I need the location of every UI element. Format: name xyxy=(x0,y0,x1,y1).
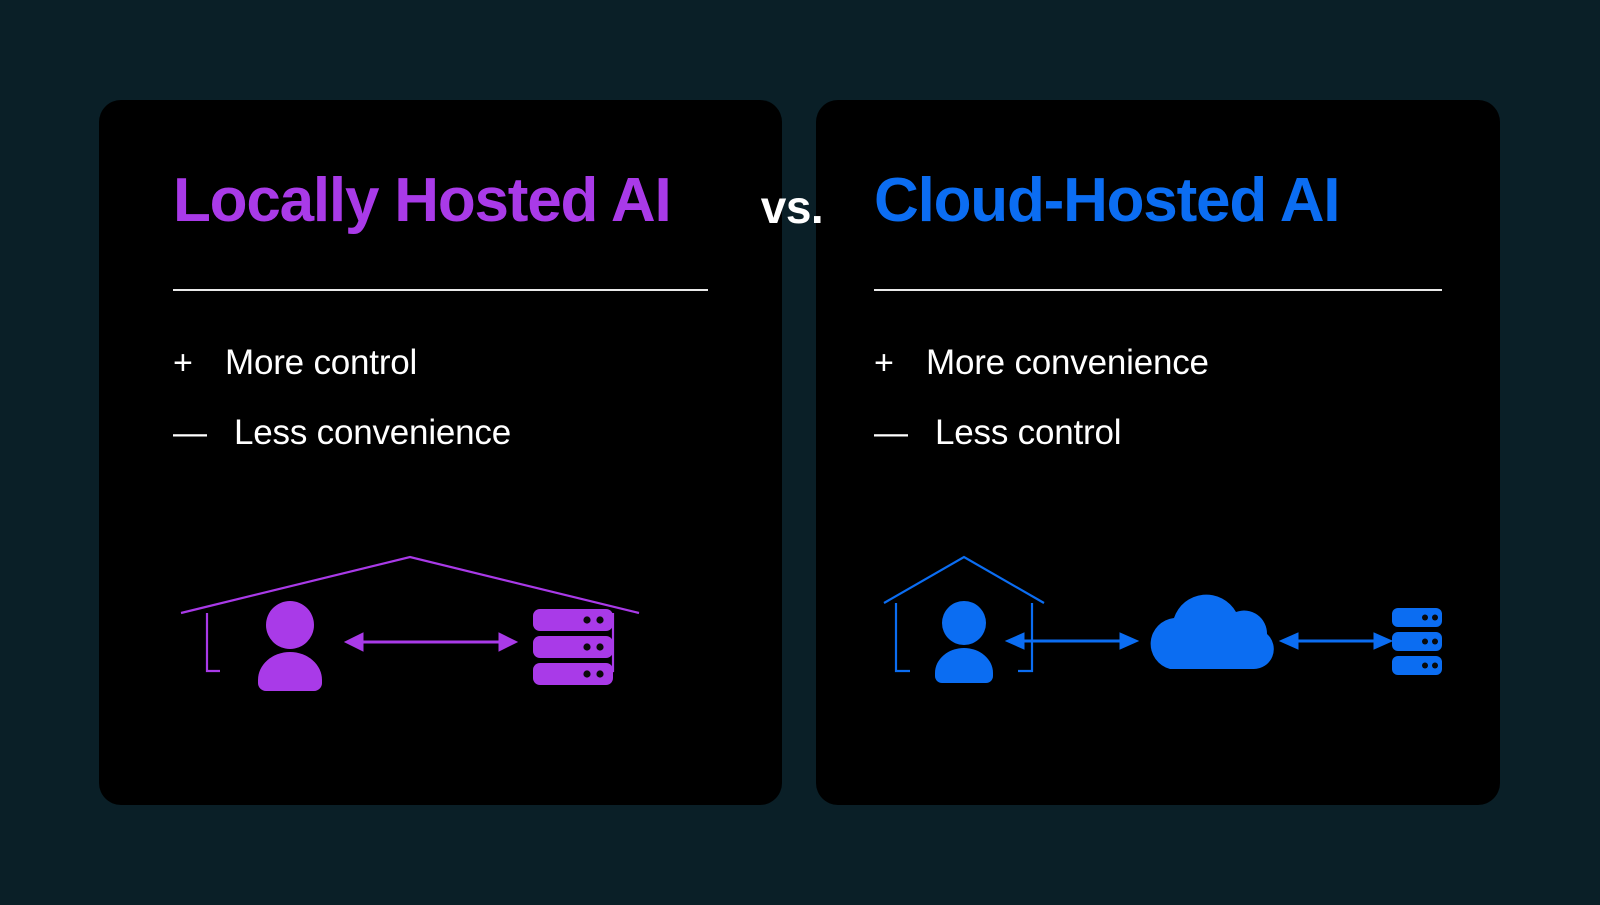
minus-icon: — xyxy=(173,414,207,452)
title-divider-right xyxy=(874,289,1442,291)
minus-icon: — xyxy=(874,414,908,452)
person-icon xyxy=(258,601,322,691)
list-item: + More convenience xyxy=(874,328,1442,398)
diagram-local-hosting xyxy=(173,545,708,715)
card-cloud-content: Cloud-Hosted AI + More convenience — Les… xyxy=(874,100,1442,805)
arrow-person-to-cloud-icon xyxy=(1004,632,1140,650)
bullet-label: More control xyxy=(225,343,418,382)
bullet-list-local: + More control — Less convenience xyxy=(173,328,708,468)
plus-icon: + xyxy=(874,344,894,382)
diagram-cloud-svg xyxy=(883,555,1442,683)
diagram-local-svg xyxy=(180,555,640,691)
house-outline-icon xyxy=(883,555,1045,673)
bullet-label: Less control xyxy=(935,413,1122,452)
card-local-content: Locally Hosted AI + More control — Less … xyxy=(173,100,708,805)
card-cloud-hosted-ai: Cloud-Hosted AI + More convenience — Les… xyxy=(816,100,1500,805)
bullet-list-cloud: + More convenience — Less control xyxy=(874,328,1442,468)
page-title-cloud-hosted: Cloud-Hosted AI xyxy=(874,166,1341,235)
list-item: — Less control xyxy=(874,398,1442,468)
plus-icon: + xyxy=(173,344,193,382)
server-rack-icon xyxy=(1392,608,1442,675)
arrow-cloud-to-server-icon xyxy=(1278,632,1394,650)
list-item: + More control xyxy=(173,328,708,398)
bullet-label: Less convenience xyxy=(234,413,511,452)
bullet-label: More convenience xyxy=(926,343,1209,382)
list-item: — Less convenience xyxy=(173,398,708,468)
arrow-person-to-server-icon xyxy=(343,632,519,652)
server-rack-icon xyxy=(533,609,613,685)
diagram-cloud-hosting xyxy=(874,545,1442,715)
page-title-locally-hosted: Locally Hosted AI xyxy=(173,166,672,235)
person-icon xyxy=(935,601,993,683)
card-locally-hosted-ai: Locally Hosted AI + More control — Less … xyxy=(99,100,782,805)
title-divider-left xyxy=(173,289,708,291)
versus-label: vs. xyxy=(760,181,824,233)
cloud-icon xyxy=(1150,594,1274,670)
